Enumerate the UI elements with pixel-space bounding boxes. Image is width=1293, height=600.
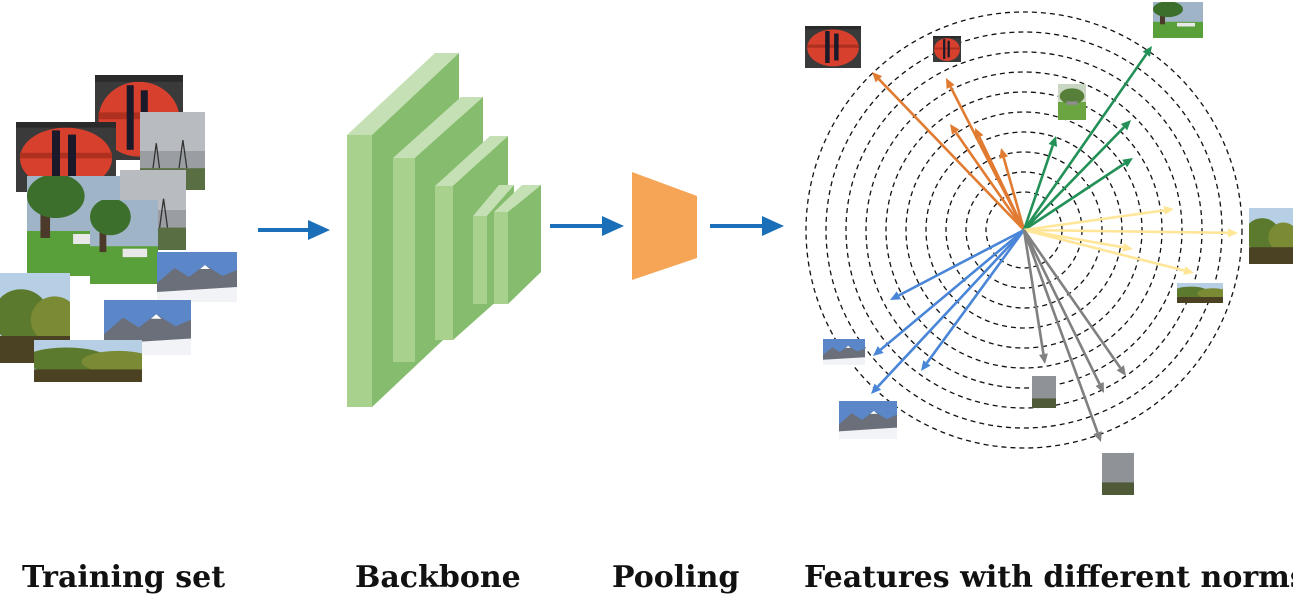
vector-mountain-3-shaft bbox=[876, 229, 1025, 388]
vector-lantern-3-arrowhead bbox=[950, 124, 960, 135]
vector-mountain-3-arrowhead bbox=[871, 383, 882, 394]
vector-river-2-arrowhead bbox=[1227, 228, 1238, 238]
vector-sky-1-shaft bbox=[1022, 229, 1045, 355]
flow-arrow-1 bbox=[258, 220, 330, 240]
vector-park-3-arrowhead bbox=[1122, 158, 1133, 168]
vector-lantern-5-arrowhead bbox=[999, 148, 1009, 159]
vector-river-2-shaft bbox=[1023, 228, 1229, 235]
vector-lantern-2-arrowhead bbox=[946, 78, 955, 89]
vector-lantern-1-arrowhead bbox=[872, 72, 883, 83]
label-pooling: Pooling bbox=[612, 560, 740, 595]
feature-space bbox=[805, 2, 1293, 495]
norm-circle-6 bbox=[885, 91, 1163, 369]
backbone-block-5 bbox=[494, 185, 541, 304]
vector-river-4-shaft bbox=[1023, 228, 1124, 249]
vector-park-2-shaft bbox=[1023, 126, 1125, 231]
feature-photo-river-far bbox=[1249, 208, 1293, 264]
vector-river-4-arrowhead bbox=[1122, 242, 1133, 252]
vector-mountain-4-shaft bbox=[925, 229, 1026, 364]
label-features: Features with different norms bbox=[804, 560, 1293, 595]
vector-park-2-arrowhead bbox=[1120, 120, 1131, 131]
pooling-layer bbox=[632, 172, 697, 280]
norm-circle-8 bbox=[845, 51, 1203, 409]
training-photo-mountain-1 bbox=[157, 252, 237, 302]
vector-sky-2-shaft bbox=[1022, 229, 1122, 369]
feature-photo-sky-near bbox=[1032, 376, 1056, 408]
feature-photo-lantern-near bbox=[933, 36, 961, 62]
norm-circle-10 bbox=[805, 11, 1243, 449]
vector-lantern-4-arrowhead bbox=[975, 128, 984, 139]
feature-photo-park-far bbox=[1153, 2, 1203, 38]
label-training-set: Training set bbox=[22, 560, 226, 595]
vector-mountain-1-shaft bbox=[898, 228, 1025, 297]
vector-park-1-arrowhead bbox=[1142, 46, 1152, 57]
feature-photo-mountain-far bbox=[839, 401, 897, 439]
training-photo-river-2 bbox=[34, 340, 142, 382]
norm-circle-7 bbox=[865, 71, 1183, 389]
feature-vectors bbox=[871, 46, 1238, 442]
vector-sky-4-arrowhead bbox=[1095, 382, 1104, 393]
vector-lantern-5-shaft bbox=[1002, 157, 1026, 231]
feature-photo-river-near bbox=[1177, 283, 1223, 303]
vector-park-4-arrowhead bbox=[1048, 136, 1058, 147]
vector-lantern-4-shaft bbox=[978, 136, 1026, 231]
vector-park-4-shaft bbox=[1022, 145, 1055, 231]
vector-lantern-1-shaft bbox=[877, 78, 1025, 231]
vector-sky-1-arrowhead bbox=[1039, 353, 1048, 364]
vector-park-1-shaft bbox=[1022, 53, 1148, 231]
vector-sky-3-shaft bbox=[1022, 229, 1099, 434]
vector-mountain-2-arrowhead bbox=[873, 346, 884, 356]
feature-photo-park-near bbox=[1058, 84, 1086, 120]
flow-arrows bbox=[258, 216, 784, 240]
vector-river-1-shaft bbox=[1023, 209, 1165, 232]
vector-sky-4-shaft bbox=[1022, 229, 1101, 385]
vector-sky-2-arrowhead bbox=[1116, 365, 1126, 376]
vector-river-3-arrowhead bbox=[1183, 266, 1194, 275]
vector-lantern-3-shaft bbox=[954, 131, 1026, 231]
feature-photo-sky-far bbox=[1102, 453, 1134, 495]
vector-mountain-2-shaft bbox=[879, 229, 1025, 351]
norm-circle-4 bbox=[925, 131, 1123, 329]
vector-park-3-shaft bbox=[1023, 162, 1126, 232]
backbone-network bbox=[347, 53, 541, 407]
vector-mountain-1-arrowhead bbox=[890, 291, 901, 300]
feature-photo-lantern-far bbox=[805, 26, 861, 68]
vector-river-3-shaft bbox=[1023, 228, 1185, 272]
training-photo-park-2 bbox=[90, 200, 158, 284]
norm-circle-9 bbox=[825, 31, 1223, 429]
training-set-collage bbox=[0, 75, 237, 382]
vector-river-1-arrowhead bbox=[1163, 205, 1174, 215]
vector-sky-3-arrowhead bbox=[1093, 431, 1102, 442]
label-backbone: Backbone bbox=[355, 560, 521, 595]
flow-arrow-2 bbox=[550, 216, 624, 236]
norm-circle-5 bbox=[905, 111, 1143, 349]
flow-arrow-3 bbox=[710, 216, 784, 236]
feature-photo-mountain-near bbox=[823, 339, 865, 365]
vector-mountain-4-arrowhead bbox=[921, 360, 931, 371]
